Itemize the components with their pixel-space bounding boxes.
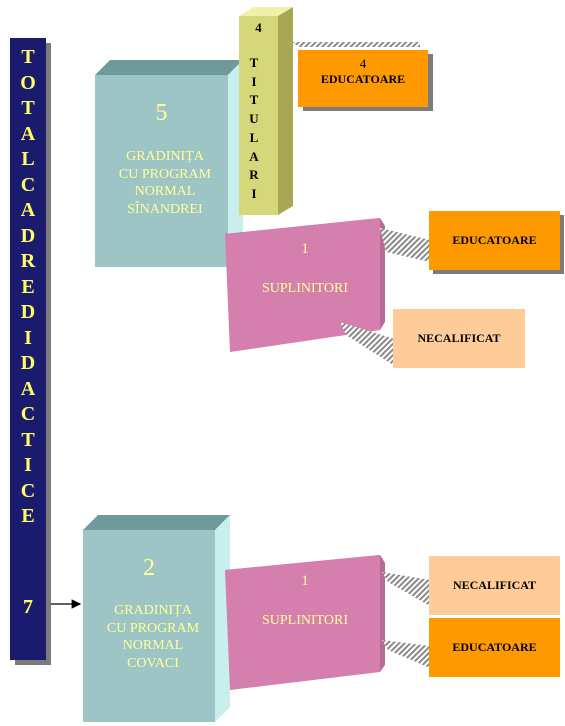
- banner-letter-13: D: [20, 352, 36, 374]
- covaci-supl-necalificat-box: NECALIFICAT: [429, 556, 560, 615]
- titulari-letter-7: R: [249, 167, 259, 183]
- titulari-column-front: [239, 16, 278, 215]
- sinandrei-block-front: [95, 75, 228, 267]
- banner-letter-8: D: [20, 224, 36, 247]
- sinandrei-label: GRADINIȚA CU PROGRAM NORMAL SÎNANDREI: [95, 148, 235, 218]
- banner-letter-17: I: [24, 454, 32, 476]
- banner-letter-16: T: [21, 428, 35, 451]
- titulari-letter-1: T: [249, 55, 259, 70]
- covaci-label: GRADINIȚA CU PROGRAM NORMAL COVACI: [83, 602, 223, 672]
- connector-supl-educatoare-1: [380, 228, 430, 262]
- banner-letter-12: I: [24, 326, 32, 349]
- banner-letter-18: C: [20, 479, 36, 502]
- covaci-supl-count: 1: [301, 573, 309, 589]
- total-banner: [10, 38, 46, 660]
- titulari-column-side: [278, 7, 293, 215]
- connector-titulari-educatoare: [290, 42, 420, 47]
- covaci-supl-block: [225, 555, 385, 690]
- covaci-supl-label: SUPLINITORI: [261, 613, 349, 628]
- titulari-letter-3: T: [249, 92, 259, 108]
- titulari-column: [239, 7, 293, 215]
- covaci-line-1: GRADINIȚA: [114, 603, 192, 618]
- connector-covaci-educatoare: [382, 640, 430, 668]
- sinandrei-supl-block: [225, 218, 385, 352]
- banner-letter-2: O: [20, 71, 36, 94]
- sinandrei-supl-label: SUPLINITORI: [261, 281, 349, 296]
- covaci-line-3: NORMAL: [122, 638, 184, 653]
- covaci-block-top: [83, 515, 230, 530]
- titulari-letter-5: L: [249, 129, 259, 145]
- titulari-letter-4: U: [249, 111, 259, 127]
- sinandrei-supl-front: [225, 218, 380, 352]
- covaci-line-2: CU PROGRAM: [106, 620, 200, 636]
- covaci-supl-front: [225, 555, 380, 690]
- titulari-educatoare-count: 4: [359, 56, 367, 71]
- titulari-column-top: [239, 7, 293, 16]
- titulari-educatoare-label: EDUCATOARE: [320, 72, 406, 86]
- titulari-letter-2: I: [251, 73, 257, 89]
- sinandrei-block-top: [95, 60, 243, 75]
- banner-letter-10: E: [21, 275, 35, 298]
- banner-letter-4: A: [20, 122, 36, 145]
- covaci-line-4: COVACI: [127, 655, 179, 671]
- sinandrei-supl-necalificat-box: NECALIFICAT: [393, 309, 525, 368]
- banner-letter-11: D: [20, 301, 36, 323]
- covaci-block-front: [83, 530, 215, 722]
- covaci-block: [83, 515, 230, 722]
- banner-letter-3: T: [21, 97, 35, 119]
- sinandrei-supl-necalificat-label: NECALIFICAT: [417, 331, 501, 345]
- connector-covaci-necalificat: [382, 572, 430, 606]
- sinandrei-line-1: GRADINIȚA: [126, 149, 204, 164]
- covaci-supl-educatoare-box: EDUCATOARE: [429, 618, 560, 677]
- banner-letter-6: C: [20, 173, 36, 196]
- connector-supl-necalificat-1: [340, 322, 398, 368]
- sinandrei-supl-educatoare-label: EDUCATOARE: [452, 233, 537, 247]
- banner-letter-1: T: [21, 46, 35, 68]
- sinandrei-supl-side: [380, 218, 385, 330]
- banner-letter-9: R: [20, 250, 36, 272]
- banner-letter-14: A: [20, 377, 36, 400]
- banner-letter-15: C: [20, 403, 36, 425]
- sinandrei-line-3: NORMAL: [134, 184, 196, 199]
- sinandrei-count: 5: [155, 100, 168, 126]
- titulari-educatoare-box: 4 EDUCATOARE: [298, 50, 428, 107]
- covaci-count: 2: [143, 555, 155, 581]
- banner-total: 7: [23, 596, 33, 618]
- banner-letter-5: L: [21, 148, 35, 170]
- titulari-letter-8: I: [251, 185, 257, 201]
- titulari-count: 4: [255, 20, 262, 35]
- banner-letter-7: A: [20, 199, 36, 221]
- covaci-supl-necalificat-label: NECALIFICAT: [452, 578, 537, 592]
- sinandrei-block: [95, 60, 243, 267]
- banner-letter-19: E: [21, 505, 35, 527]
- sinandrei-supl-count: 1: [301, 241, 309, 257]
- sinandrei-line-4: SÎNANDREI: [127, 201, 203, 217]
- sinandrei-line-2: CU PROGRAM: [118, 166, 212, 182]
- titulari-letter-6: A: [249, 148, 259, 164]
- covaci-supl-educatoare-label: EDUCATOARE: [452, 640, 537, 654]
- sinandrei-supl-educatoare-box: EDUCATOARE: [429, 211, 560, 270]
- covaci-block-side: [215, 515, 230, 722]
